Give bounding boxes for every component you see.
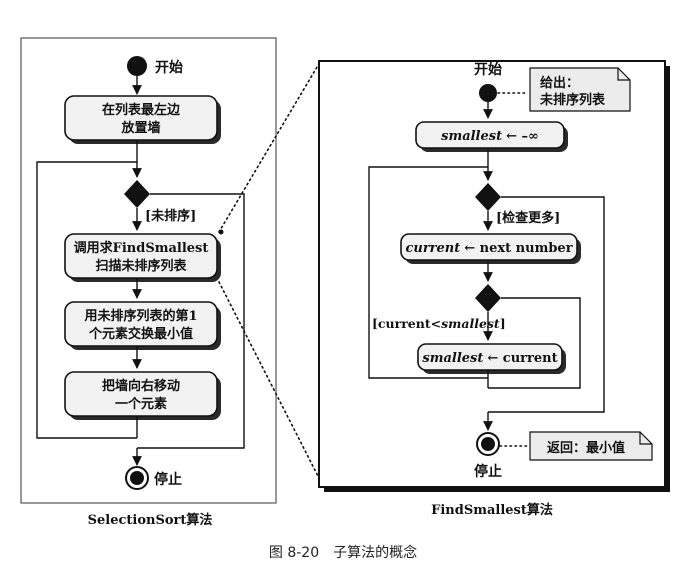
right-assign-text: smallest← current — [422, 351, 557, 366]
left-step-swap — [64, 301, 218, 347]
left-stop-node-inner — [130, 471, 144, 485]
left-step3-line2: 个元素交换最小值 — [88, 326, 193, 342]
right-start-node — [479, 84, 497, 102]
left-start-node — [127, 56, 147, 76]
figure-caption: 图 8-20 子算法的概念 — [269, 544, 417, 561]
right-start-label: 开始 — [474, 61, 502, 78]
right-caption: FindSmallest算法 — [431, 502, 553, 518]
selection-sort-frame — [20, 37, 277, 504]
left-step4-line2: 一个元素 — [115, 396, 167, 412]
right-stop-label: 停止 — [474, 463, 502, 480]
right-current-next — [400, 233, 578, 261]
right-init-smallest — [415, 121, 565, 149]
left-start-label: 开始 — [155, 59, 183, 76]
right-guard-more: [检查更多] — [496, 210, 560, 226]
left-caption: SelectionSort算法 — [88, 512, 213, 528]
right-cond-label: [current<smallest] — [372, 316, 506, 331]
left-step3-line1: 用未排序列表的第1 — [83, 308, 197, 324]
right-return-note — [529, 431, 653, 461]
right-decision-more — [475, 183, 501, 211]
right-return-text: 返回：最小值 — [547, 440, 625, 456]
left-step1-line1: 在列表最左边 — [102, 102, 181, 118]
right-given-line2: 未排序列表 — [539, 92, 606, 108]
left-step-call-findsmallest — [64, 233, 218, 279]
right-assign-smallest — [417, 343, 563, 371]
right-init-text: smallest← –∞ — [441, 129, 539, 144]
left-step2-line2: 扫描未排序列表 — [95, 258, 187, 274]
left-step-move-wall — [64, 371, 218, 417]
left-step4-line1: 把墙向右移动 — [102, 378, 180, 394]
right-given-note — [529, 67, 631, 112]
left-step-place-wall — [64, 95, 218, 141]
left-step1-line2: 放置墙 — [120, 120, 160, 136]
left-step2-line1: 调用求FindSmallest — [74, 240, 209, 256]
zoom-line-top — [218, 61, 321, 233]
left-decision-node — [124, 180, 150, 208]
right-stop-node-inner — [481, 437, 495, 451]
right-decision-compare — [475, 284, 501, 312]
zoom-anchor-dot — [218, 229, 224, 235]
left-stop-label: 停止 — [154, 471, 182, 488]
left-guard-unsorted: [未排序] — [145, 208, 196, 224]
zoom-line-bottom — [218, 281, 321, 481]
right-given-line1: 给出： — [540, 75, 579, 91]
right-current-text: current← next number — [405, 241, 572, 256]
